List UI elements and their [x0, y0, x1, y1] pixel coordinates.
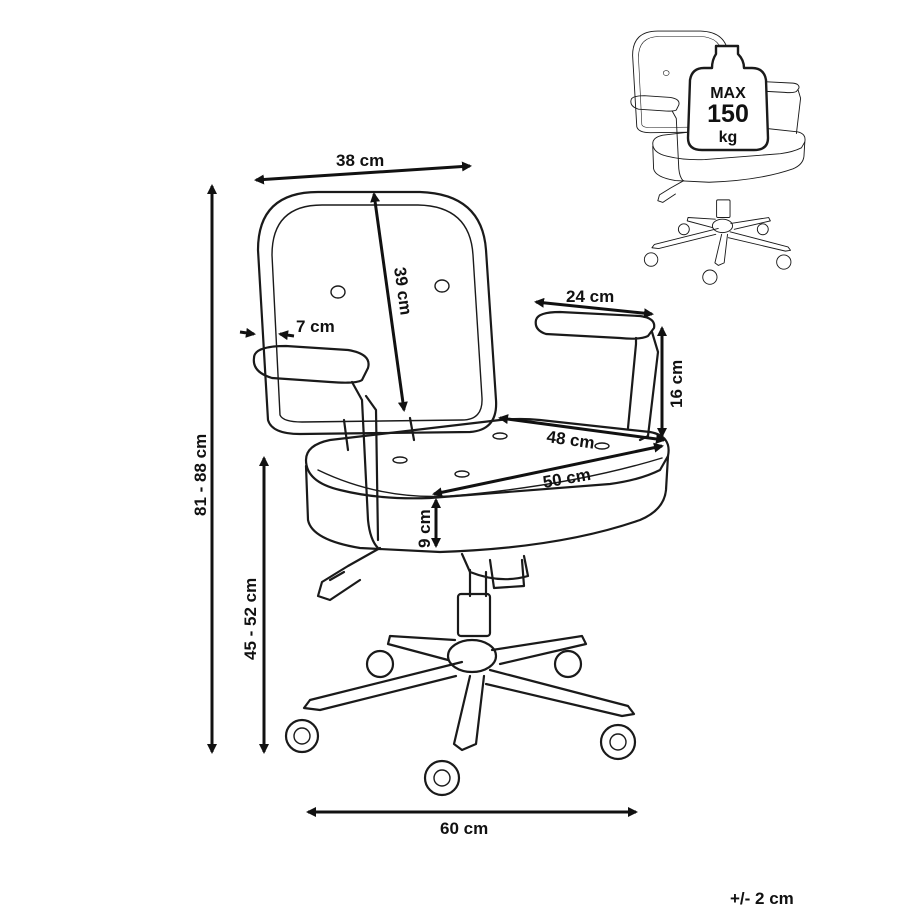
back-post: [342, 416, 416, 452]
backrest-inner: [271, 204, 483, 423]
dimension-arrows: [207, 161, 667, 817]
back-button-left: [330, 285, 346, 299]
height-lever-tip: [328, 570, 346, 582]
label-seat-height: 45 - 52 cm: [241, 578, 260, 660]
label-tolerance: +/- 2 cm: [730, 889, 794, 908]
badge-unit: kg: [719, 129, 738, 146]
right-armrest-pad: [534, 310, 656, 340]
back-button-right: [434, 279, 450, 293]
seat-button: [454, 470, 470, 478]
mechanism: [460, 552, 530, 581]
arrow-back-height: [370, 192, 408, 412]
label-base-width: 60 cm: [440, 819, 488, 838]
label-armrest-height: 16 cm: [667, 360, 686, 408]
caster: [423, 759, 461, 797]
dimension-labels: 38 cm 39 cm 7 cm 24 cm 16 cm 48 cm 50 cm…: [191, 151, 794, 908]
arrow-back-width: [254, 161, 472, 185]
gas-cylinder: [468, 568, 488, 598]
arrow-seat-width: [432, 442, 664, 498]
caster: [599, 723, 637, 761]
height-lever: [316, 546, 382, 602]
seat-button: [392, 456, 408, 464]
label-total-height: 81 - 88 cm: [191, 434, 210, 516]
right-arm-post-inner: [626, 336, 638, 430]
seat-piping: [317, 457, 663, 498]
label-armrest-length: 24 cm: [566, 287, 614, 306]
left-armrest-pad: [252, 344, 370, 384]
backrest-outer: [256, 190, 498, 436]
seat-button: [594, 442, 610, 450]
right-arm-post: [638, 330, 660, 442]
caster: [284, 718, 320, 754]
weight-icon: [686, 44, 770, 152]
gas-sleeve: [456, 592, 492, 638]
base-hub: [446, 638, 498, 674]
mechanism-cover: [488, 558, 526, 590]
badge-label: MAX: [710, 85, 746, 102]
arrow-armrest-length: [534, 297, 654, 319]
arrow-arm-offset-left: [239, 327, 256, 338]
caster: [553, 649, 583, 679]
left-arm-post: [350, 380, 380, 550]
label-arm-offset: 7 cm: [296, 317, 335, 336]
label-back-height: 39 cm: [390, 266, 416, 316]
badge-value: 150: [707, 100, 749, 128]
main-chair: [252, 190, 670, 797]
label-back-width: 38 cm: [336, 151, 384, 170]
seat-button: [492, 432, 508, 440]
max-load-badge: MAX 150 kg: [686, 44, 770, 152]
arrow-seat-depth: [498, 414, 666, 444]
star-base: [302, 634, 636, 752]
label-seat-thickness: 9 cm: [415, 509, 434, 548]
seat-side: [304, 454, 670, 554]
caster: [365, 649, 395, 679]
arrow-arm-offset-right: [278, 330, 295, 341]
